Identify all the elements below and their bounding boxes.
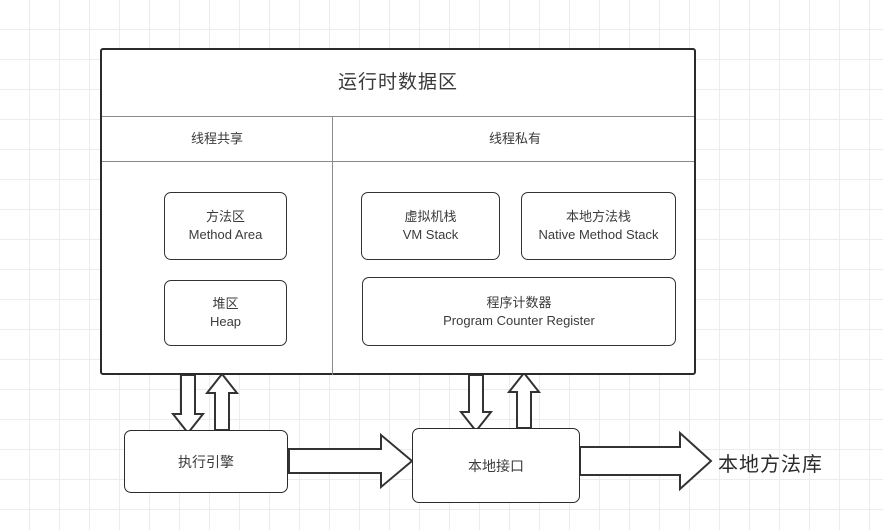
divider-title xyxy=(102,116,694,117)
arrow-down-right xyxy=(458,374,494,433)
arrow-right-engine-to-interface xyxy=(288,432,414,490)
memory-box-native-method-stack-cn: 本地方法栈 xyxy=(565,209,631,224)
column-label-thread-shared: 线程共享 xyxy=(190,131,243,146)
memory-box-program-counter-register-en: Program Counter Register xyxy=(443,312,595,328)
component-box-execution-engine: 执行引擎 xyxy=(124,430,288,493)
memory-box-program-counter-register: 程序计数器 Program Counter Register xyxy=(362,277,676,346)
component-box-native-interface: 本地接口 xyxy=(412,428,580,503)
memory-box-vm-stack: 虚拟机栈 VM Stack xyxy=(361,192,500,260)
memory-box-vm-stack-cn: 虚拟机栈 xyxy=(404,209,457,224)
divider-vertical xyxy=(332,116,333,375)
arrow-down-left xyxy=(170,374,206,435)
component-box-native-interface-label: 本地接口 xyxy=(468,457,524,474)
memory-box-program-counter-register-cn: 程序计数器 xyxy=(486,294,552,310)
arrow-up-right xyxy=(506,371,542,429)
memory-box-heap: 堆区 Heap xyxy=(164,280,287,346)
column-label-thread-private: 线程私有 xyxy=(488,131,541,146)
arrow-up-left xyxy=(204,372,240,431)
runtime-data-area-title: 运行时数据区 xyxy=(337,72,458,93)
memory-box-vm-stack-en: VM Stack xyxy=(402,227,459,242)
runtime-data-area-box: 运行时数据区 线程共享 线程私有 方法区 Method Area 堆区 Heap… xyxy=(100,48,696,375)
label-native-method-library: 本地方法库 xyxy=(718,454,823,476)
memory-box-heap-en: Heap xyxy=(209,314,242,329)
divider-columns xyxy=(102,161,694,162)
component-box-execution-engine-label: 执行引擎 xyxy=(178,453,234,470)
memory-box-method-area: 方法区 Method Area xyxy=(164,192,287,260)
arrow-right-interface-to-library xyxy=(579,430,713,492)
memory-box-native-method-stack-en: Native Method Stack xyxy=(538,227,659,242)
memory-box-heap-cn: 堆区 xyxy=(212,296,239,311)
memory-box-native-method-stack: 本地方法栈 Native Method Stack xyxy=(521,192,676,260)
memory-box-method-area-en: Method Area xyxy=(188,227,263,242)
memory-box-method-area-cn: 方法区 xyxy=(205,209,245,224)
